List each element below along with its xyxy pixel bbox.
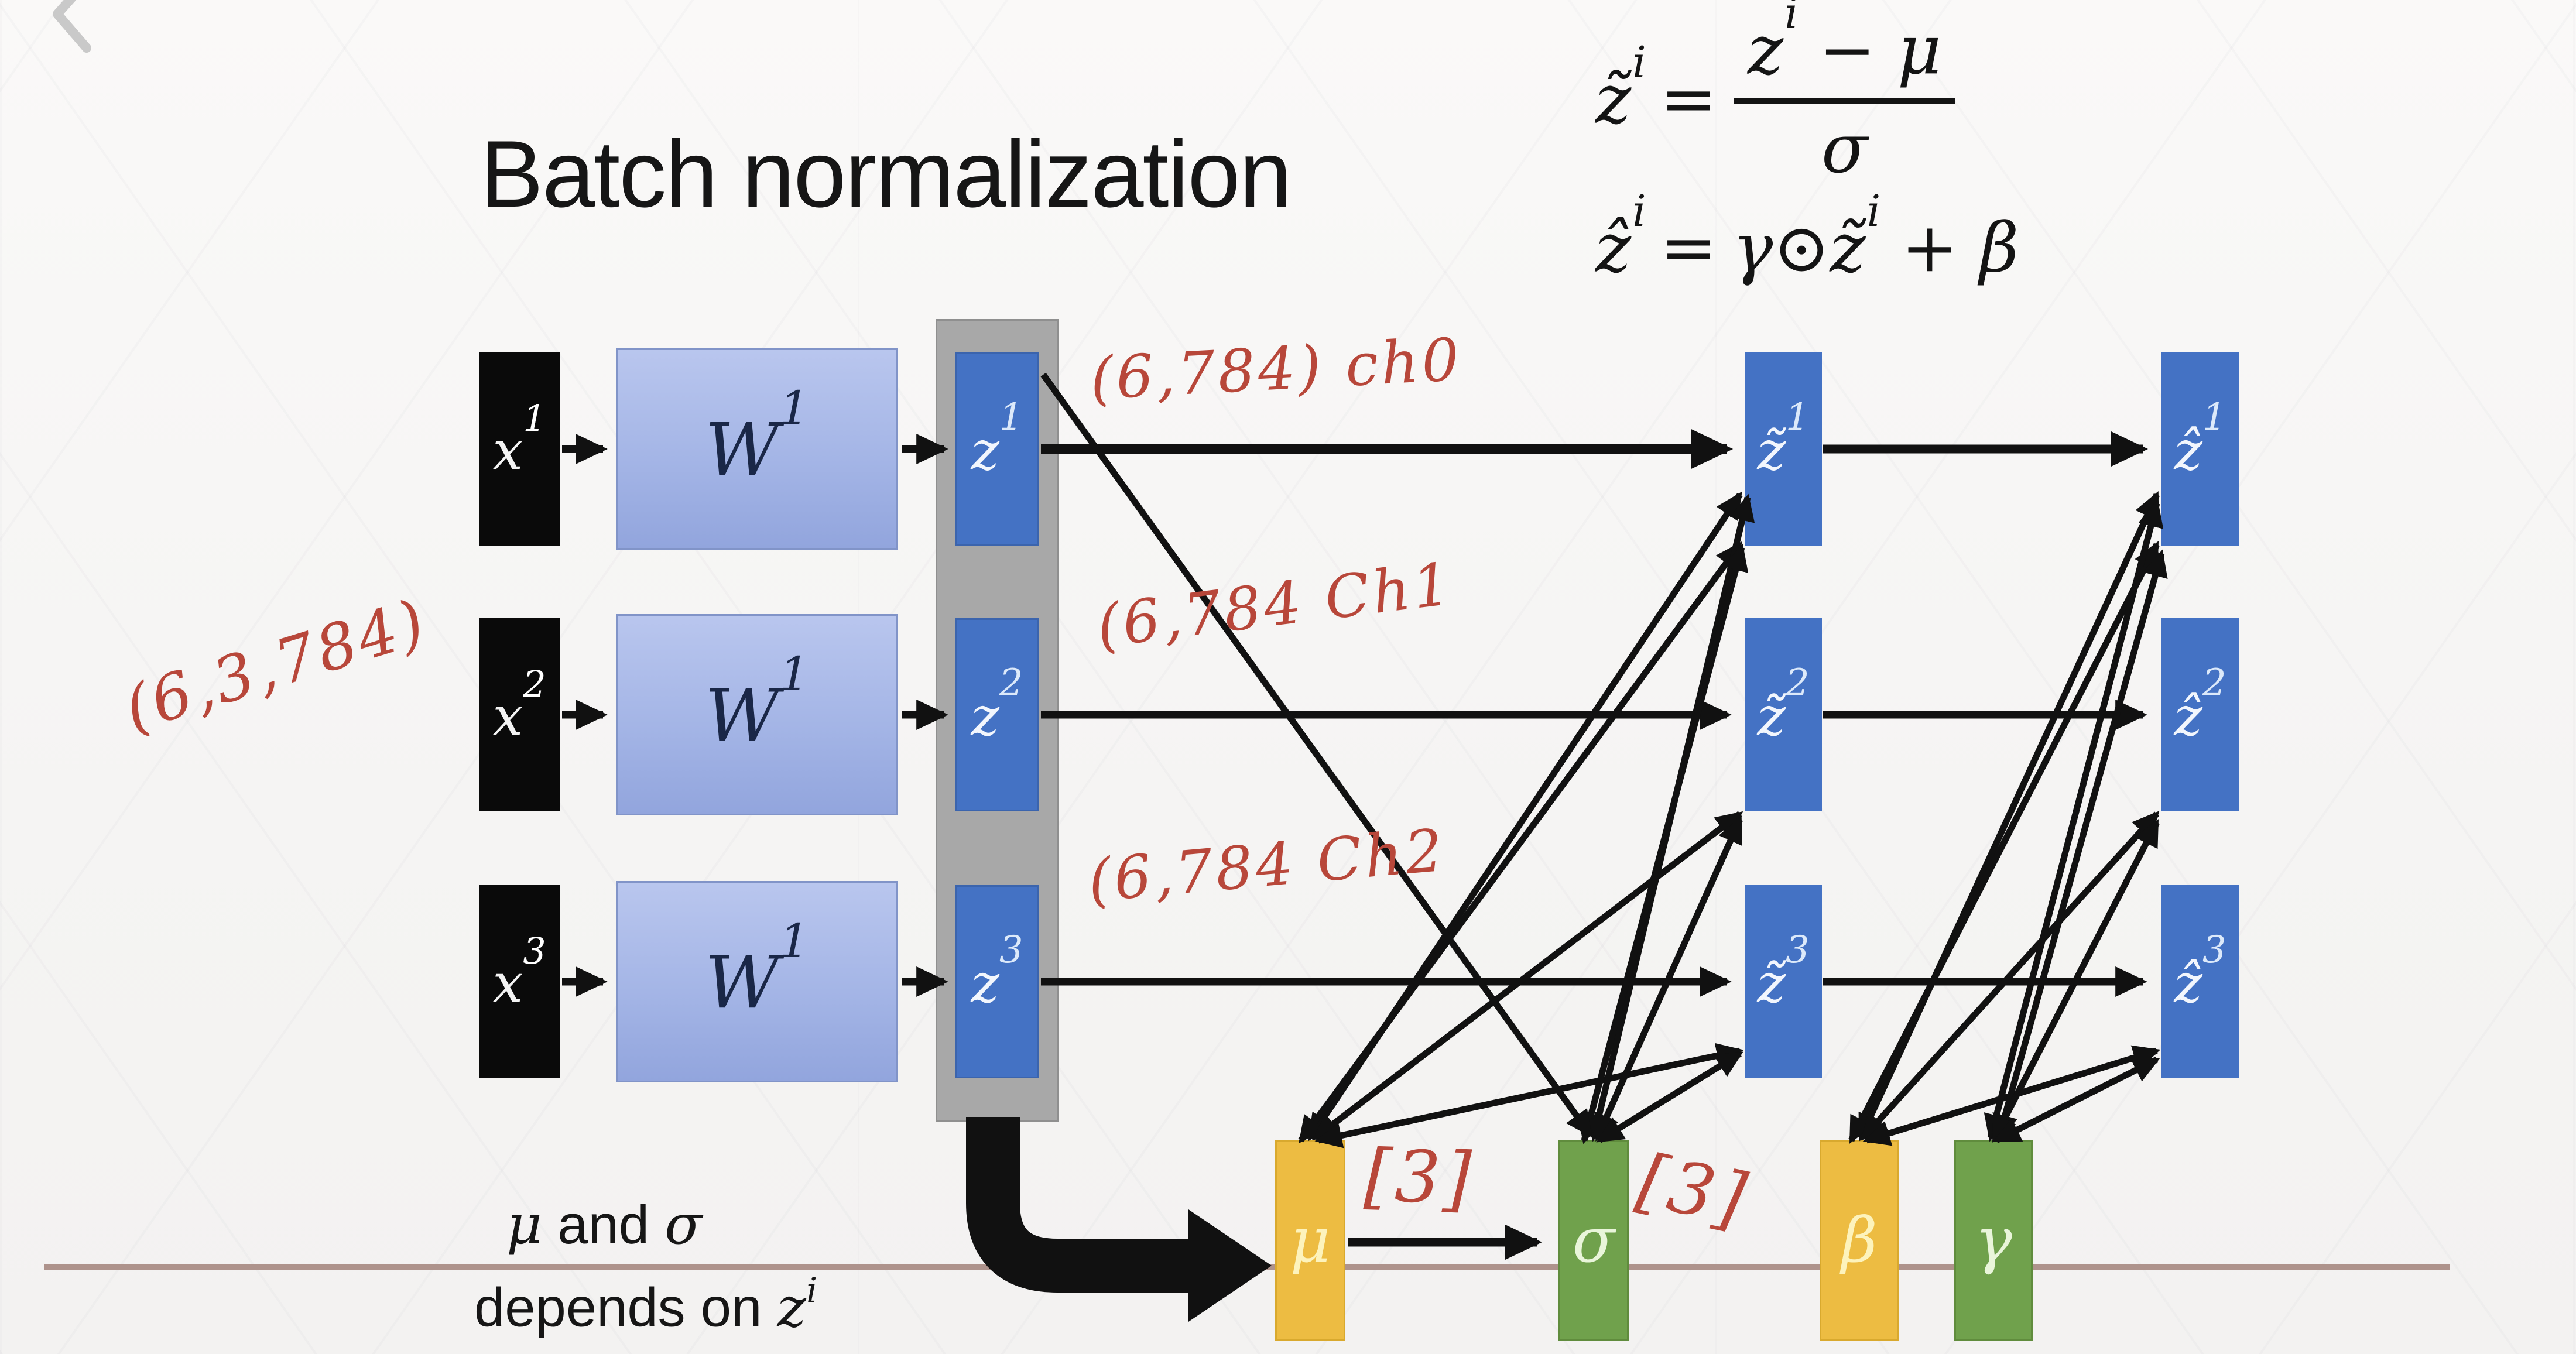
node-mu-label: μ bbox=[1290, 1204, 1331, 1276]
formula-z-hat: ẑi = γ⊙z̃i + β bbox=[1595, 186, 2019, 288]
annotation-batch-shape: (6,3,784) bbox=[116, 585, 436, 746]
annotation-row3-shape: (6,784 Ch2 bbox=[1085, 815, 1448, 916]
node-z2-label: z2 bbox=[971, 661, 1023, 748]
node-z3-label: z3 bbox=[971, 928, 1023, 1015]
node-zhat3-label: ẑ3 bbox=[2174, 928, 2226, 1015]
slide-title: Batch normalization bbox=[480, 121, 1292, 227]
node-w1-row3-label: W1 bbox=[704, 914, 810, 1026]
arrow-zgroup-to-mu bbox=[966, 1117, 1272, 1322]
annotation-mu-shape: [3] bbox=[1362, 1133, 1476, 1221]
node-w1-row2-box: W1 bbox=[616, 614, 898, 815]
node-w1-row1-box: W1 bbox=[616, 348, 898, 550]
node-mu-box: μ bbox=[1275, 1140, 1345, 1341]
node-w1-row3-box: W1 bbox=[616, 881, 898, 1082]
arrow-ztilde-to-zhat bbox=[1823, 431, 2149, 997]
annotation-row2-shape: (6,784 Ch1 bbox=[1093, 549, 1457, 661]
fraction: zi − μ σ bbox=[1734, 0, 1956, 188]
annotation-sigma-shape: [3] bbox=[1630, 1138, 1756, 1242]
node-ztilde3-box: z̃3 bbox=[1745, 885, 1822, 1078]
node-zhat2-box: ẑ2 bbox=[2161, 618, 2239, 811]
node-z2-box: z2 bbox=[955, 618, 1039, 811]
formula-z-tilde: z̃i = zi − μ σ bbox=[1595, 0, 2019, 188]
node-ztilde2-box: z̃2 bbox=[1745, 618, 1822, 811]
node-x1-box: x1 bbox=[479, 352, 560, 546]
node-sigma-box: σ bbox=[1558, 1140, 1629, 1341]
node-zhat2-label: ẑ2 bbox=[2174, 661, 2226, 748]
node-sigma-label: σ bbox=[1572, 1204, 1615, 1276]
arrows-sigma-ztilde-fan bbox=[1040, 372, 1755, 1144]
node-zhat1-label: ẑ1 bbox=[2174, 396, 2226, 482]
node-zhat3-box: ẑ3 bbox=[2161, 885, 2239, 1078]
node-gamma-label: γ bbox=[1975, 1204, 2012, 1276]
node-x2-box: x2 bbox=[479, 618, 560, 811]
node-z1-label: z1 bbox=[971, 396, 1023, 482]
node-x1-label: x1 bbox=[492, 396, 546, 482]
node-beta-label: β bbox=[1841, 1204, 1878, 1276]
caption-line2: depends on zi bbox=[474, 1270, 818, 1340]
arrows-beta-zhat-fan bbox=[1848, 491, 2161, 1146]
back-chevron-icon[interactable] bbox=[21, 0, 115, 62]
node-ztilde2-label: z̃2 bbox=[1757, 661, 1810, 748]
node-w1-row2-label: W1 bbox=[704, 647, 810, 759]
arrow-x-to-w bbox=[562, 434, 608, 997]
node-x3-label: x3 bbox=[492, 929, 546, 1015]
node-ztilde3-label: z̃3 bbox=[1757, 928, 1810, 1015]
annotation-row1-shape: (6,784) ch0 bbox=[1088, 325, 1464, 413]
node-gamma-box: γ bbox=[1954, 1140, 2033, 1341]
caption-line1: μ and σ bbox=[506, 1193, 703, 1257]
node-ztilde1-label: z̃1 bbox=[1757, 396, 1810, 482]
arrows-gamma-zhat-fan bbox=[1984, 499, 2168, 1143]
node-ztilde1-box: z̃1 bbox=[1745, 352, 1822, 546]
node-zhat1-box: ẑ1 bbox=[2161, 352, 2239, 546]
node-z3-box: z3 bbox=[955, 885, 1039, 1078]
node-x3-box: x3 bbox=[479, 885, 560, 1078]
node-z1-box: z1 bbox=[955, 352, 1039, 546]
horizontal-rule bbox=[44, 1264, 2450, 1270]
node-x2-label: x2 bbox=[492, 662, 546, 748]
node-beta-box: β bbox=[1820, 1140, 1899, 1341]
formula-block: z̃i = zi − μ σ ẑi = γ⊙z̃i + β bbox=[1595, 0, 2019, 288]
node-w1-row1-label: W1 bbox=[704, 381, 810, 493]
